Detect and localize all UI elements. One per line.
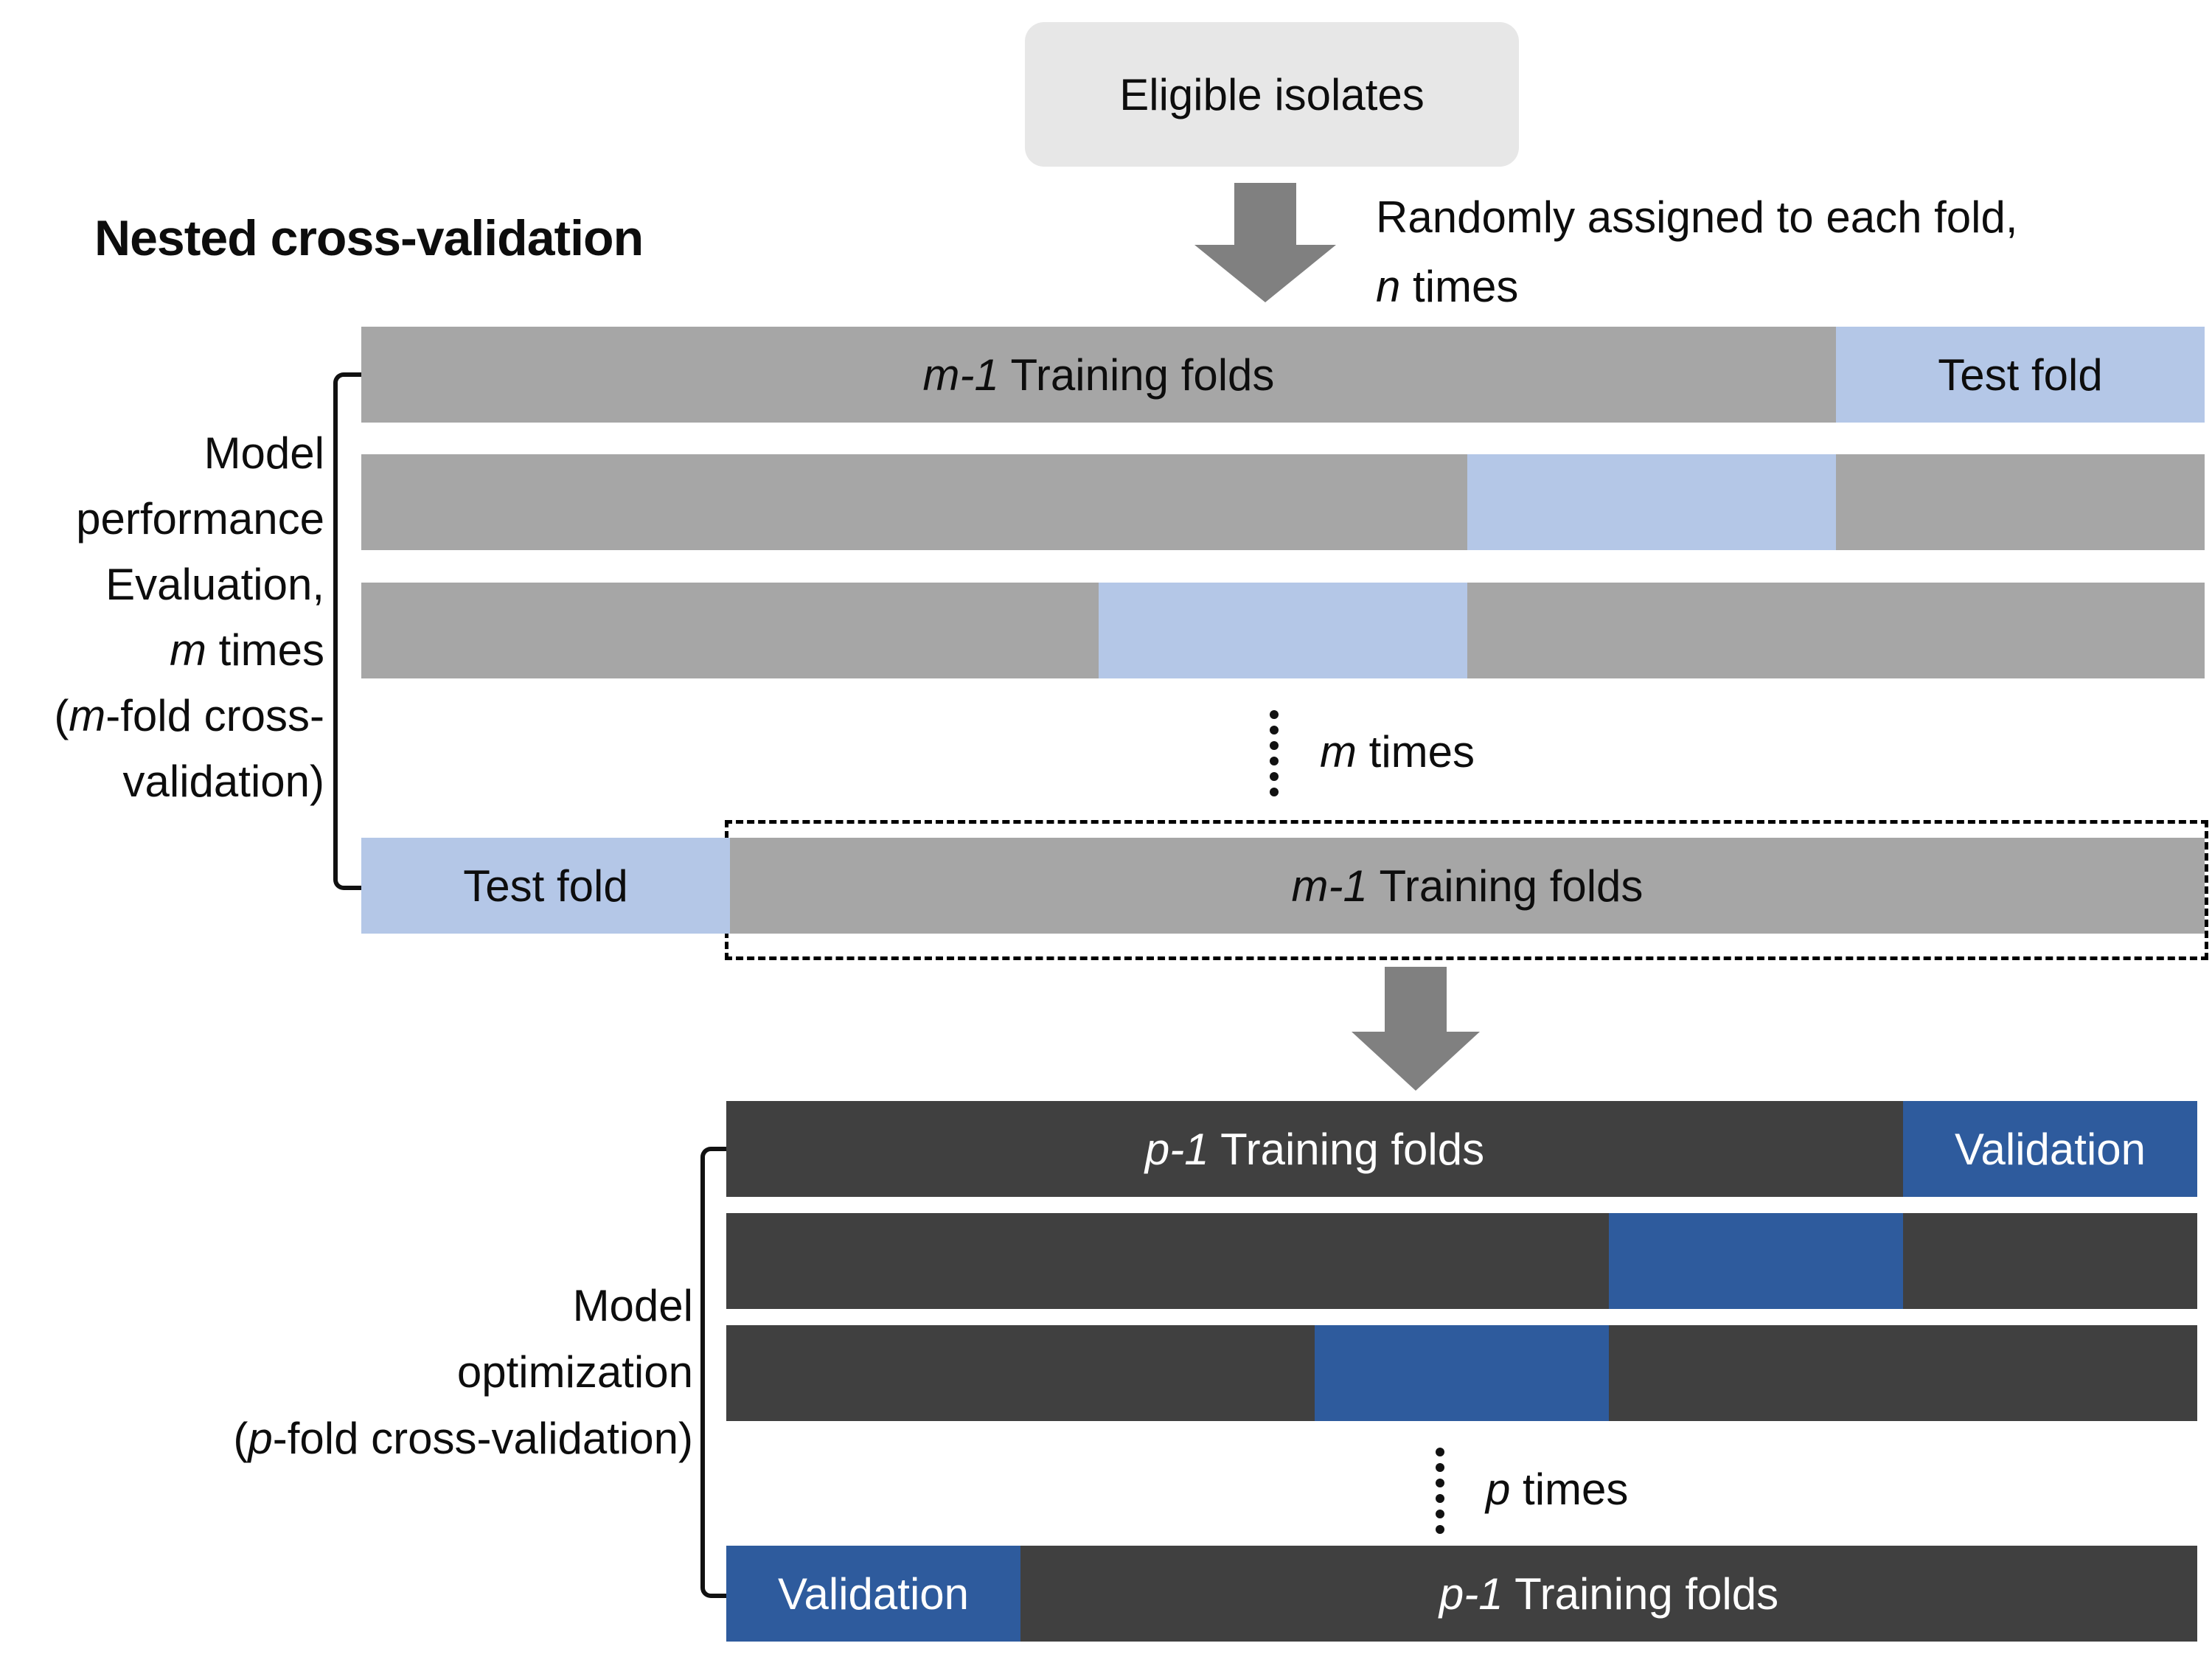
training-folds-label: p-1 Training folds: [1439, 1569, 1779, 1619]
inner-row1-training-bar: p-1 Training folds: [726, 1101, 1903, 1197]
inner-row4-training-bar: p-1 Training folds: [1020, 1546, 2197, 1642]
training-folds-label: m-1 Training folds: [922, 350, 1275, 400]
inner-row1-validation-fold: Validation: [1903, 1101, 2197, 1197]
inner-row3-validation-fold: [1315, 1325, 1609, 1421]
outer-row1-test-fold: Test fold: [1836, 327, 2205, 423]
note-line2: n times: [1376, 262, 1519, 311]
inner-loop-label: Model optimization (p-fold cross-validat…: [233, 1281, 693, 1463]
outer-row2-test-fold: [1467, 454, 1836, 550]
down-arrow-icon: [1194, 183, 1336, 302]
outer-row4-test-fold: Test fold: [361, 838, 730, 934]
arrow-head: [1194, 245, 1336, 302]
training-folds-label: m-1 Training folds: [1291, 861, 1644, 911]
inner-row2-training-bar: [726, 1213, 2197, 1309]
p-times-label: p times: [1486, 1465, 1629, 1514]
eligible-isolates-box: Eligible isolates: [1025, 22, 1519, 167]
validation-label: Validation: [1954, 1124, 2146, 1174]
down-arrow-icon: [1352, 967, 1480, 1092]
inner-loop-bracket: [700, 1147, 731, 1598]
outer-row4-training-bar: m-1 Training folds: [730, 838, 2205, 934]
vertical-ellipsis-icon: [1270, 710, 1279, 796]
arrow-shaft: [1385, 967, 1447, 1032]
test-fold-label: Test fold: [1938, 350, 2103, 400]
outer-row2-training-bar: [361, 454, 2205, 550]
arrow-shaft: [1234, 183, 1296, 245]
page-title: Nested cross-validation: [94, 210, 644, 266]
outer-row3-test-fold: [1099, 583, 1467, 678]
random-assignment-note: Randomly assigned to each fold, n times: [1376, 183, 2018, 322]
inner-row4-validation-fold: Validation: [726, 1546, 1020, 1642]
validation-label: Validation: [777, 1569, 970, 1619]
note-line1: Randomly assigned to each fold,: [1376, 192, 2018, 242]
m-times-label: m times: [1320, 727, 1475, 777]
arrow-head: [1352, 1032, 1480, 1091]
outer-row1-training-bar: m-1 Training folds: [361, 327, 1836, 423]
vertical-ellipsis-icon: [1436, 1448, 1444, 1534]
training-folds-label: p-1 Training folds: [1144, 1124, 1485, 1174]
eligible-isolates-label: Eligible isolates: [1119, 69, 1425, 119]
outer-loop-bracket: [333, 372, 364, 890]
outer-loop-label: Model performance Evaluation, m times (m…: [54, 428, 324, 806]
inner-row2-validation-fold: [1609, 1213, 1903, 1309]
test-fold-label: Test fold: [463, 861, 628, 911]
